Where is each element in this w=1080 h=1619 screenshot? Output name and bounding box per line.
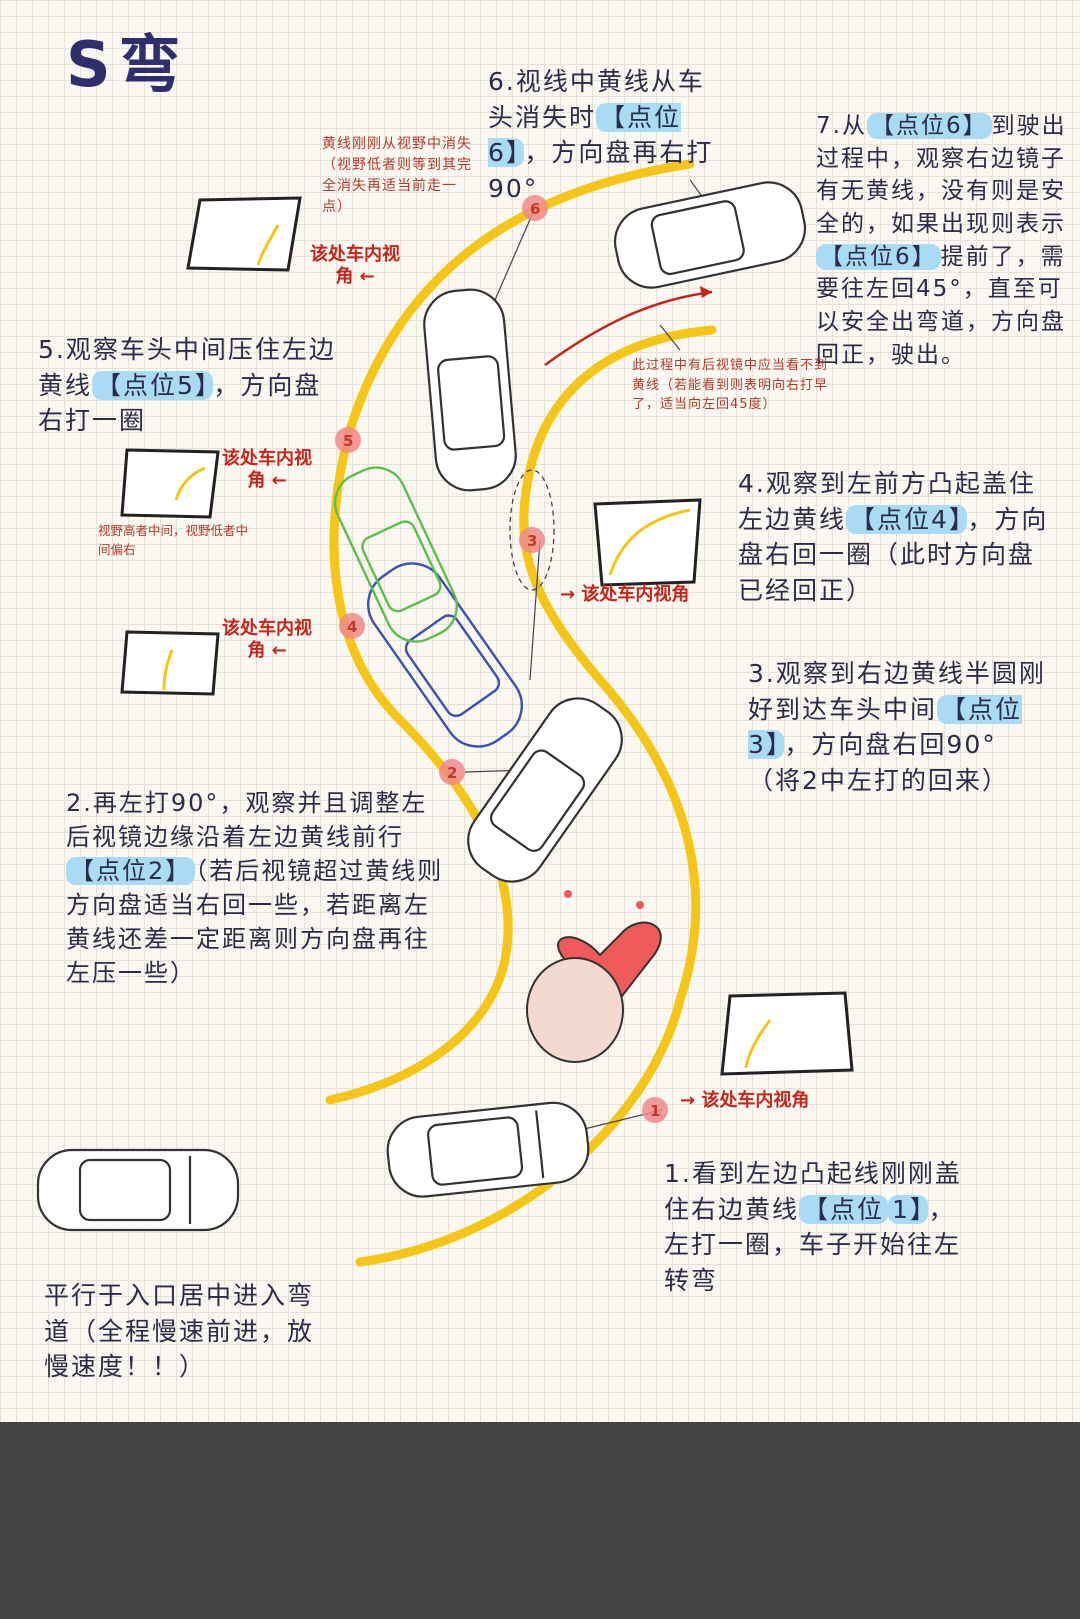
right-yellow-line	[355, 325, 717, 1267]
page-title: S弯	[66, 28, 189, 101]
step-1-pre: 1.看到左边凸起线刚刚盖住右边黄线	[664, 1159, 962, 1224]
step-3-pre: 3.观察到右边黄线半圆刚好到达车头中间	[748, 659, 1046, 724]
tag-point3-view: → 该处车内视角	[560, 584, 690, 605]
heart-hand-doodle	[526, 890, 662, 1063]
point-label-5: 5	[343, 432, 353, 450]
point-marker-1	[642, 1097, 668, 1123]
step-4-pre: 4.观察到左前方凸起盖住左边黄线	[738, 469, 1036, 534]
step-7-highlight-2: 【点位6】	[816, 243, 941, 270]
point-label-2: 2	[447, 764, 457, 782]
step-4-text: 4.观察到左前方凸起盖住左边黄线【点位4】，方向盘右回一圈（此时方向盘已经回正）	[738, 466, 1058, 608]
step-7-post: 提前了，需要往左回45°，直至可以安全出弯道，方向盘回正，驶出。	[816, 243, 1066, 368]
tag-point6-text: 该处车内视角	[310, 244, 400, 287]
car-green	[333, 466, 458, 643]
step-2-text: 2.再左打90°，观察并且调整左后视镜边缘沿着左边黄线前行【点位2】（若后视镜超…	[66, 786, 446, 990]
point-marker-4	[339, 613, 365, 639]
point3-dashed-ring	[509, 469, 555, 591]
point-marker-2	[439, 759, 465, 785]
car-blue	[367, 562, 523, 748]
step-5-highlight: 【点位5】	[92, 370, 214, 400]
step-1-highlight: 【点位	[799, 1194, 889, 1224]
tag-point1-view: → 该处车内视角	[680, 1090, 810, 1111]
diagram-paper: 6 5 3 4 2 1 S弯 6.视线中黄线从车头消失时【点位6】，方向盘再右打…	[0, 0, 1080, 1422]
left-yellow-line	[325, 159, 695, 1105]
arrowhead	[700, 286, 712, 298]
car-exit	[613, 181, 807, 289]
step-2-pre: 2.再左打90°，观察并且调整左后视镜边缘沿着左边黄线前行	[66, 789, 428, 852]
step-1-post: ，左打一圈，车子开始往左转弯	[664, 1194, 962, 1295]
step-3-post: ，方向盘右回90°（将2中左打的回来）	[748, 730, 1009, 795]
point-label-4: 4	[347, 618, 357, 636]
step-1-highlight-2: 1】	[888, 1194, 929, 1224]
step-7-pre: 7.从	[816, 113, 867, 139]
step-4-post: ，方向盘右回一圈（此时方向盘已经回正）	[738, 504, 1049, 605]
step-6-text: 6.视线中黄线从车头消失时【点位6】，方向盘再右打90°	[488, 64, 718, 206]
step-6-pre: 6.视线中黄线从车头消失时	[488, 67, 705, 132]
step-2-post: （若后视镜超过黄线则方向盘适当右回一些，若距离左黄线还差一定距离则方向盘再往左压…	[66, 857, 444, 988]
point-label-6: 6	[530, 200, 540, 218]
car-point1	[386, 1101, 590, 1198]
tag-point4-text: 该处车内视角	[222, 618, 312, 661]
point-marker-6	[522, 195, 548, 221]
step-5-post: ，方向盘右打一圈	[38, 370, 322, 436]
tag-point6-view: 该处车内视角 ←	[310, 244, 400, 287]
note-yellow-line: 黄线刚刚从视野中消失（视野低者则等到其完全消失再适当前走一点）	[322, 136, 472, 215]
step-6-post: ，方向盘再右打90°	[488, 138, 714, 203]
tag-point5-text: 该处车内视角	[222, 448, 312, 491]
s-curve-drawing: 6 5 3 4 2 1	[36, 159, 854, 1267]
step-5-text: 5.观察车头中间压住左边黄线【点位5】，方向盘右打一圈	[38, 332, 348, 439]
step-3-text: 3.观察到右边黄线半圆刚好到达车头中间【点位3】，方向盘右回90°（将2中左打的…	[748, 656, 1048, 798]
car-point2	[467, 697, 623, 883]
note-mirror: 此过程中有后视镜中应当看不到黄线（若能看到则表明向右打早了，适当向左回45度）	[632, 358, 829, 412]
step-2-highlight: 【点位2】	[66, 857, 196, 886]
point-label-1: 1	[650, 1102, 660, 1120]
point-label-3: 3	[527, 532, 537, 550]
point-markers: 6 5 3 4 2 1	[335, 195, 668, 1123]
point-marker-5	[335, 427, 361, 453]
step-7-text: 7.从【点位6】到驶出过程中，观察右边镜子有无黄线，没有则是安全的，如果出现则表…	[816, 110, 1068, 371]
note-view-height: 视野高者中间，视野低者中间偏右	[98, 523, 249, 557]
curve-arrow	[544, 290, 713, 367]
car-point5	[423, 288, 517, 492]
car-entry	[36, 1148, 240, 1232]
tag-point4-view: 该处车内视角 ←	[222, 618, 312, 661]
step-5-pre: 5.观察车头中间压住左边黄线	[38, 335, 336, 400]
step-4-highlight: 【点位4】	[846, 504, 968, 534]
bottom-dark-bar	[0, 1422, 1080, 1619]
point-marker-3	[519, 527, 545, 553]
step-7-mid: 到驶出过程中，观察右边镜子有无黄线，没有则是安全的，如果出现则表示	[816, 113, 1067, 237]
step-7-highlight: 【点位6】	[866, 113, 992, 139]
intro-text: 平行于入口居中进入弯道（全程慢速前进，放慢速度！！）	[44, 1281, 315, 1381]
tag-point5-view: 该处车内视角 ←	[222, 448, 312, 491]
windshield-views	[120, 196, 854, 1076]
windshield-yellow-lines	[162, 224, 772, 1069]
